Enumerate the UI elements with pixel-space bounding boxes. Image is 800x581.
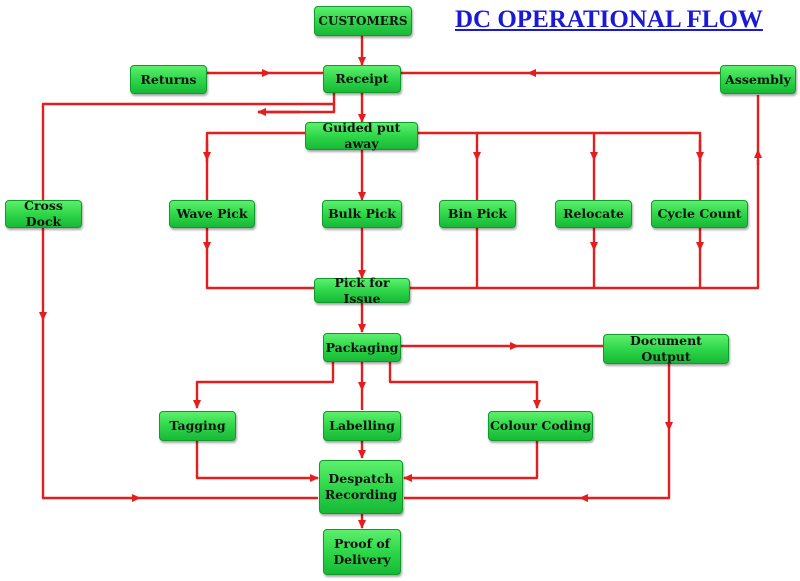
node-pick-for-issue-label: Pick for Issue — [334, 274, 390, 306]
node-returns-label: Returns — [140, 71, 197, 87]
node-customers: CUSTOMERS — [314, 6, 412, 36]
node-document-output: Document Output — [603, 333, 729, 364]
edge-crossdock-despatch-cont — [41, 320, 141, 502]
node-guided-put-away-label: Guided put away — [322, 120, 401, 151]
node-document-output-label: Document Output — [630, 333, 702, 364]
edge-putaway-bus — [205, 131, 305, 162]
edge-putaway-bus-right — [418, 131, 702, 162]
node-packaging: Packaging — [323, 333, 401, 362]
node-assembly-label: Assembly — [725, 71, 791, 87]
edge-docoutput-despatch-cont — [579, 430, 671, 502]
node-despatch-recording: Despatch Recording — [319, 460, 403, 514]
edge-receipt-crossdock-link — [258, 104, 336, 114]
node-relocate-label: Relocate — [563, 206, 624, 222]
node-receipt-label: Receipt — [335, 71, 389, 87]
node-guided-put-away: Guided put away — [305, 120, 418, 151]
edge-packaging-tagging — [193, 362, 335, 409]
node-tagging-label: Tagging — [169, 418, 226, 434]
node-receipt: Receipt — [323, 65, 401, 93]
edge-receipt-crossdock — [41, 92, 336, 202]
node-colour-coding-label: Colour Coding — [489, 418, 591, 434]
node-bulk-pick-label: Bulk Pick — [328, 206, 396, 222]
node-wave-pick: Wave Pick — [169, 200, 255, 228]
node-colour-coding: Colour Coding — [488, 411, 593, 441]
node-cross-dock: Cross Dock — [5, 198, 82, 229]
node-bin-pick: Bin Pick — [439, 200, 516, 228]
node-labelling-label: Labelling — [329, 418, 395, 434]
node-labelling: Labelling — [323, 411, 401, 441]
node-despatch-recording-label: Despatch Recording — [324, 471, 398, 502]
node-tagging: Tagging — [159, 411, 236, 441]
node-customers-label: CUSTOMERS — [318, 13, 408, 28]
node-proof-of-delivery: Proof of Delivery — [323, 529, 401, 575]
node-relocate: Relocate — [555, 200, 632, 228]
edge-tagging-despatch — [195, 441, 319, 482]
edge-colourcoding-despatch — [403, 441, 539, 482]
diagram-title: DC OPERATIONAL FLOW — [455, 6, 763, 33]
node-cross-dock-label: Cross Dock — [24, 198, 63, 229]
node-cycle-count: Cycle Count — [651, 200, 748, 228]
node-bin-pick-label: Bin Pick — [447, 206, 508, 222]
edge-packaging-colourcoding — [388, 362, 541, 409]
node-bulk-pick: Bulk Pick — [322, 200, 402, 228]
node-pick-for-issue: Pick for Issue — [314, 274, 410, 306]
node-packaging-label: Packaging — [325, 339, 399, 355]
node-returns: Returns — [130, 65, 207, 94]
edge-wavepick-pickissue-cont — [205, 250, 315, 290]
edge-pickissue-bus-right — [410, 160, 760, 290]
node-proof-of-delivery-label: Proof of Delivery — [333, 536, 391, 567]
node-cycle-count-label: Cycle Count — [657, 206, 742, 222]
node-wave-pick-label: Wave Pick — [176, 206, 248, 222]
node-assembly: Assembly — [720, 65, 796, 94]
